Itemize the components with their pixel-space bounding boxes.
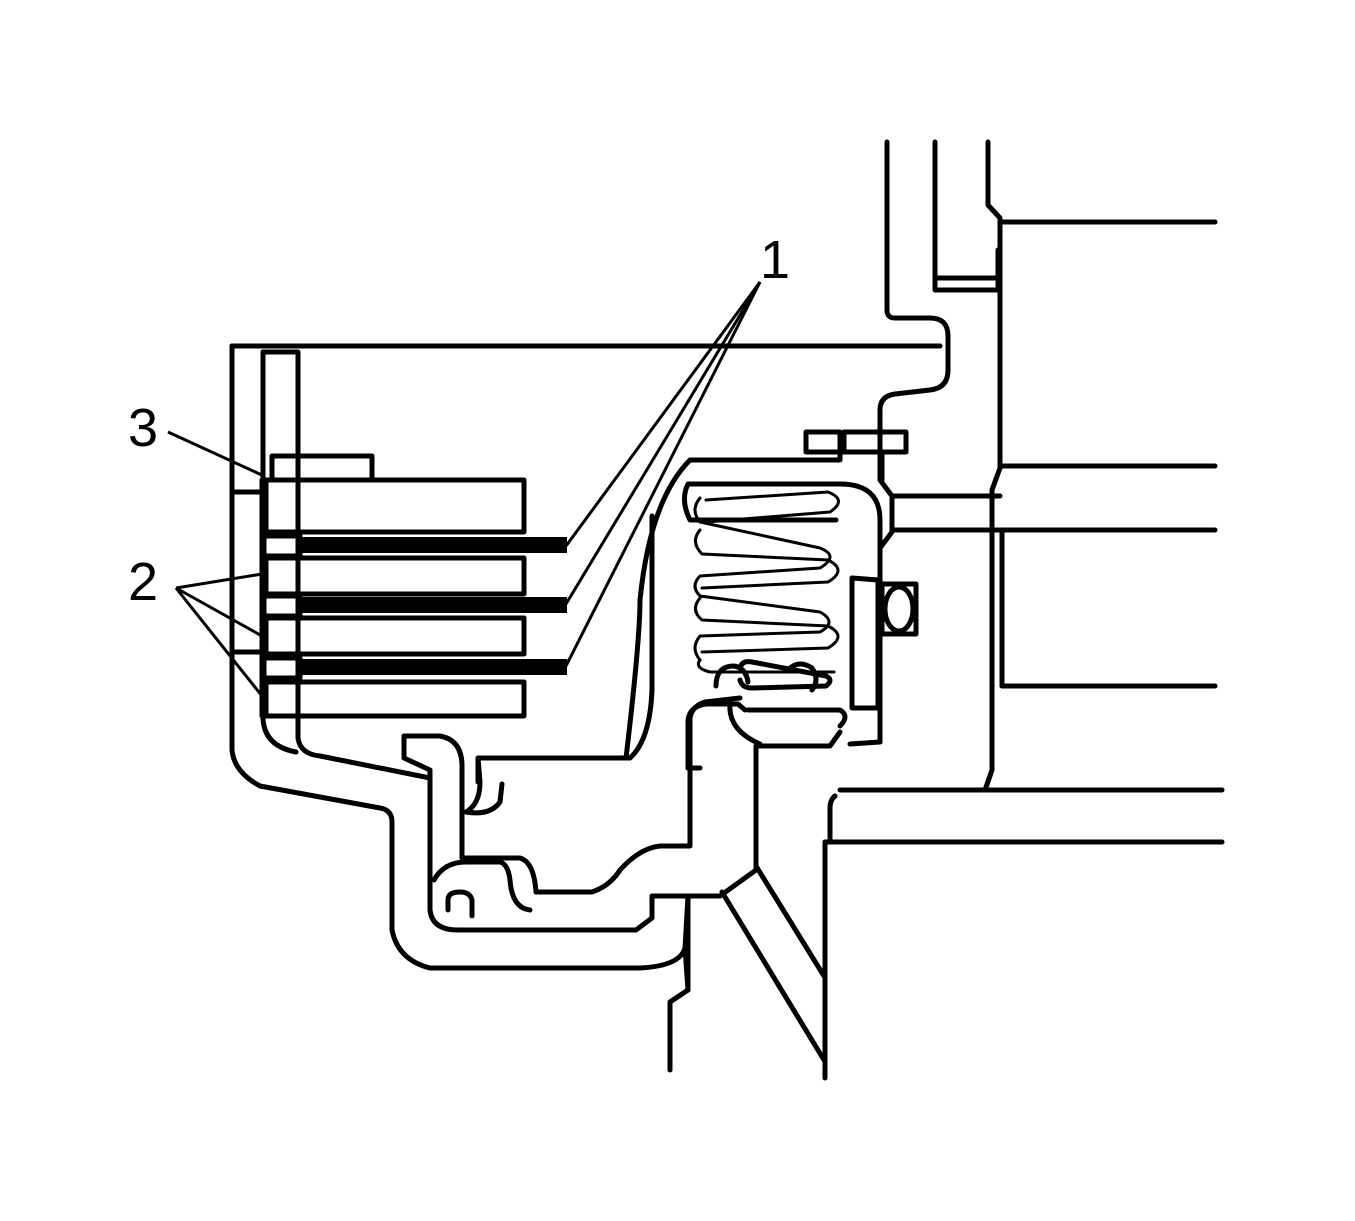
steel-plate-2 <box>263 615 527 657</box>
clutch-housing-top <box>229 343 943 1073</box>
housing-lower <box>719 863 827 1063</box>
return-spring <box>682 481 883 747</box>
friction-plate-2 <box>301 597 567 613</box>
callout-1: 1 <box>760 230 790 290</box>
o-ring-seal <box>879 581 919 637</box>
friction-plate-1 <box>301 537 567 553</box>
steel-plate-3 <box>263 679 527 719</box>
backing-plate <box>263 477 527 535</box>
housing-right <box>822 139 1225 1081</box>
callout-2: 2 <box>128 552 158 612</box>
leader-lines <box>167 281 762 697</box>
friction-plate-3 <box>301 659 567 675</box>
clutch-piston <box>401 429 909 933</box>
clutch-pack <box>259 453 567 719</box>
callout-3: 3 <box>128 398 158 458</box>
steel-plate-1 <box>263 555 527 597</box>
